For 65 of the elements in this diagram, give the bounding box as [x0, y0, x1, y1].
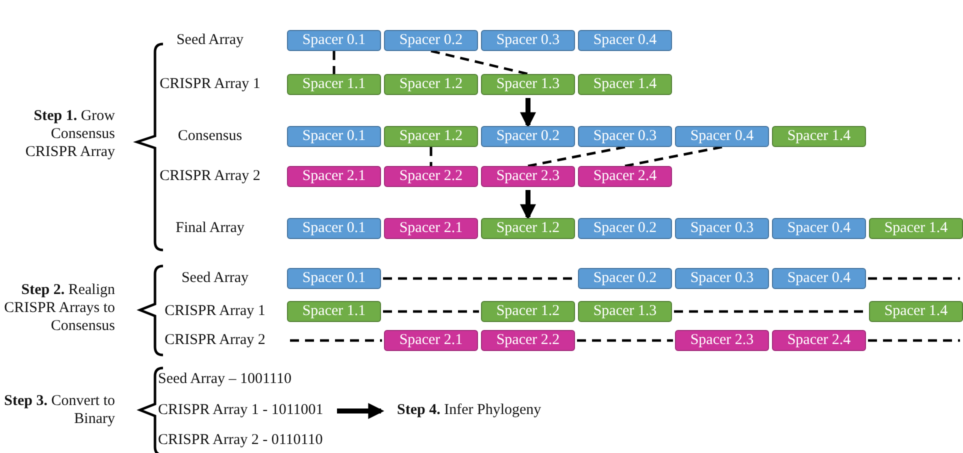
- dashed-line: [290, 339, 382, 342]
- step-label: Step 3. Convert to Binary: [3, 392, 115, 428]
- spacer-box: Spacer 2.2: [481, 330, 575, 351]
- spacer-box: Spacer 1.4: [578, 74, 672, 95]
- dashed-line: [528, 146, 626, 168]
- spacer-box: Spacer 0.4: [772, 218, 866, 239]
- spacer-box: Spacer 1.3: [481, 74, 575, 95]
- arrow: [337, 403, 384, 419]
- row-label: CRISPR Array 1: [158, 75, 262, 93]
- spacer-box: Spacer 2.3: [675, 330, 769, 351]
- spacer-box: Spacer 0.3: [675, 268, 769, 289]
- row-label: Seed Array: [175, 31, 245, 49]
- row-label: CRISPR Array 1: [164, 302, 266, 320]
- dashed-line: [868, 339, 960, 342]
- spacer-box: Spacer 1.1: [287, 301, 381, 322]
- dashed-line: [868, 277, 960, 280]
- spacer-box: Spacer 0.4: [675, 126, 769, 147]
- spacer-box: Spacer 1.2: [481, 301, 575, 322]
- dashed-line: [383, 310, 479, 313]
- spacer-box: Spacer 0.2: [578, 268, 672, 289]
- binary-label: CRISPR Array 1 - 1011001: [158, 401, 324, 419]
- spacer-box: Spacer 1.2: [481, 218, 575, 239]
- dashed-line: [430, 147, 432, 166]
- spacer-box: Spacer 2.4: [578, 166, 672, 187]
- dashed-line: [624, 146, 722, 168]
- spacer-box: Spacer 0.3: [481, 30, 575, 51]
- spacer-box: Spacer 2.1: [384, 218, 478, 239]
- row-label: Consensus: [176, 127, 244, 145]
- dashed-line: [430, 50, 528, 76]
- spacer-box: Spacer 0.1: [287, 268, 381, 289]
- spacer-box: Spacer 2.1: [287, 166, 381, 187]
- spacer-box: Spacer 1.4: [772, 126, 866, 147]
- spacer-box: Spacer 2.3: [481, 166, 575, 187]
- row-label: CRISPR Array 2: [158, 167, 262, 185]
- spacer-box: Spacer 0.2: [578, 218, 672, 239]
- spacer-box: Spacer 1.2: [384, 126, 478, 147]
- spacer-box: Spacer 0.4: [772, 268, 866, 289]
- spacer-box: Spacer 0.4: [578, 30, 672, 51]
- spacer-box: Spacer 1.4: [869, 301, 963, 322]
- step-label: Step 1. Grow Consensus CRISPR Array: [24, 107, 115, 161]
- arrow: [520, 190, 536, 220]
- step-label: Step 4. Infer Phylogeny: [397, 401, 542, 419]
- spacer-box: Spacer 1.4: [869, 218, 963, 239]
- row-label: CRISPR Array 2: [164, 331, 266, 349]
- binary-label: Seed Array – 1001110: [158, 370, 292, 388]
- spacer-box: Spacer 0.2: [481, 126, 575, 147]
- arrow: [520, 98, 536, 128]
- spacer-box: Spacer 0.2: [384, 30, 478, 51]
- spacer-box: Spacer 0.1: [287, 218, 381, 239]
- binary-label: CRISPR Array 2 - 0110110: [158, 431, 324, 449]
- step-label: Step 2. Realign CRISPR Arrays to Consensus: [3, 281, 115, 335]
- row-label: Final Array: [174, 219, 246, 237]
- spacer-box: Spacer 0.3: [675, 218, 769, 239]
- spacer-box: Spacer 0.1: [287, 126, 381, 147]
- dashed-line: [332, 51, 336, 74]
- spacer-box: Spacer 1.2: [384, 74, 478, 95]
- spacer-box: Spacer 2.2: [384, 166, 478, 187]
- spacer-box: Spacer 2.1: [384, 330, 478, 351]
- spacer-box: Spacer 0.1: [287, 30, 381, 51]
- row-label: Seed Array: [180, 269, 250, 287]
- spacer-box: Spacer 0.3: [578, 126, 672, 147]
- dashed-line: [577, 339, 673, 342]
- spacer-box: Spacer 1.3: [578, 301, 672, 322]
- spacer-box: Spacer 1.1: [287, 74, 381, 95]
- spacer-box: Spacer 2.4: [772, 330, 866, 351]
